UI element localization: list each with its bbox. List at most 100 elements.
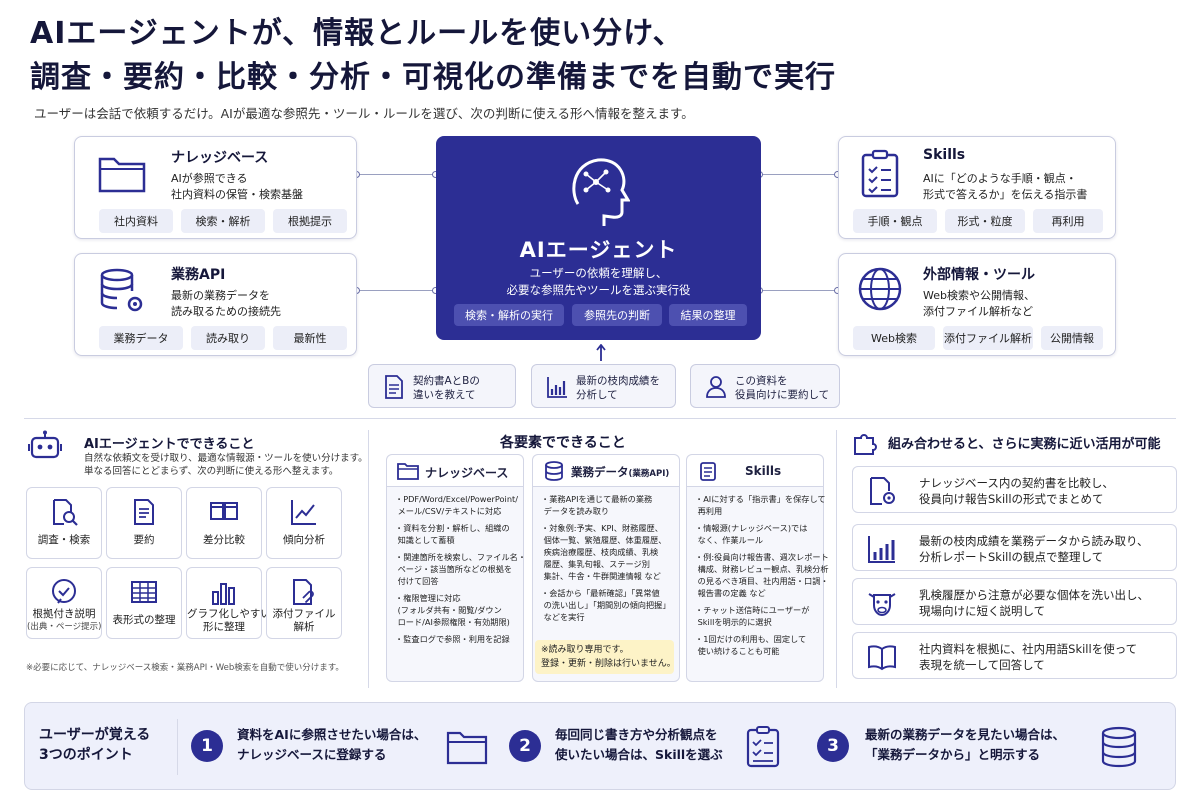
request-line: 役員向けに要約して [735, 389, 830, 401]
element-column-knowledge: ナレッジベース ・PDF/Word/Excel/PowerPoint/ メール/… [386, 454, 526, 682]
request-example: この資料を役員向けに要約して [690, 364, 840, 408]
chip: 形式・粒度 [945, 209, 1025, 233]
capability-label-sub: 形に整理 [203, 621, 245, 633]
divider [24, 418, 1176, 419]
trend-line-icon [290, 498, 318, 526]
capabilities-title: AIエージェントでできること [84, 437, 255, 452]
open-book-icon [867, 642, 897, 672]
database-icon [1097, 725, 1141, 769]
combination-text: 乳検履歴から注意が必要な個体を洗い出し、現場向けに短く説明して [919, 587, 1149, 619]
capabilities-note: ※必要に応じて、ナレッジベース検索・業務API・Web検索を自動で使い分けます。 [26, 663, 344, 673]
list-item: ・チャット送信時にユーザーが Skillを明示的に選択 [695, 605, 810, 627]
key-points-heading-line: 3つのポイント [39, 747, 133, 763]
chip: 公開情報 [1041, 326, 1103, 350]
connector [357, 174, 437, 175]
column-list: ・業務APIを通じて最新の業務 データを読み取り ・対象例:予実、KPI、財務履… [541, 493, 671, 628]
capability-label: 要約 [133, 534, 155, 546]
user-icon [705, 375, 727, 399]
chip: 手順・観点 [853, 209, 937, 233]
chip: 最新性 [273, 326, 347, 350]
combination-text: 最新の枝肉成績を業務データから読み取り、分析レポートSkillの観点で整理して [919, 533, 1149, 565]
card-desc: 社内資料の保管・検索基盤 [171, 188, 303, 201]
divider [368, 430, 369, 688]
knowledge-base-card: ナレッジベース AIが参照できる 社内資料の保管・検索基盤 社内資料 検索・解析… [74, 136, 357, 239]
point-line: 資料をAIに参照させたい場合は、 [237, 727, 427, 742]
capability-tile-attachment: 添付ファイル解析 [266, 567, 342, 639]
capabilities-desc: 自然な依頼文を受け取り、最適な情報源・ツールを使い分けます。 [84, 453, 368, 464]
capability-label: 差分比較 [203, 534, 245, 546]
combination-item: 最新の枝肉成績を業務データから読み取り、分析レポートSkillの観点で整理して [852, 524, 1177, 571]
connector [760, 290, 838, 291]
elements-title: 各要素でできること [500, 435, 626, 451]
key-points-heading: ユーザーが覚える 3つのポイント [39, 725, 150, 765]
key-points-bar: ユーザーが覚える 3つのポイント 1 資料をAIに参照させたい場合は、ナレッジベー… [24, 702, 1176, 790]
chip: 検索・解析 [181, 209, 265, 233]
card-title: Skills [923, 147, 966, 163]
clipboard-checklist-icon [859, 149, 901, 199]
combination-line: 分析レポートSkillの観点で整理して [919, 550, 1104, 564]
list-item: ・監査ログで参照・利用を記録 [395, 634, 510, 644]
card-desc: Web検索や公開情報、 [923, 289, 1035, 302]
combinations-title: 組み合わせると、さらに実務に近い活用が可能 [888, 437, 1161, 452]
page-title-line1: AIエージェントが、情報とルールを使い分け、 [30, 16, 684, 51]
request-example: 最新の枝肉成績を分析して [531, 364, 676, 408]
point-number: 1 [191, 730, 223, 762]
request-line: 違いを教えて [413, 389, 476, 401]
column-list: ・AIに対する「指示書」を保存して 再利用 ・情報源(ナレッジベース)では なく… [695, 493, 829, 662]
capabilities-desc: 単なる回答にとどまらず、次の判断に使える形へ整えます。 [84, 466, 339, 477]
column-title: 業務データ(業務API) [571, 464, 669, 480]
point-line: ナレッジベースに登録する [237, 747, 387, 762]
clipboard-checklist-icon [741, 725, 785, 769]
capability-tile-evidence: 根拠付き説明 (出典・ページ提示) [26, 567, 102, 639]
capability-label-sub: 解析 [293, 621, 315, 633]
chip: 根拠提示 [273, 209, 347, 233]
chip: 再利用 [1033, 209, 1103, 233]
table-icon [130, 578, 158, 606]
divider [836, 430, 837, 688]
capability-label-main: 根拠付き説明 [32, 608, 96, 620]
request-line: この資料を [735, 375, 788, 387]
folder-icon [97, 151, 147, 195]
clipboard-checklist-icon [697, 461, 719, 481]
list-item: ・業務APIを通じて最新の業務 データを読み取り [541, 494, 653, 516]
column-header: Skills [687, 455, 823, 487]
capability-tile-trend: 傾向分析 [266, 487, 342, 559]
point-number: 2 [509, 730, 541, 762]
request-text: 最新の枝肉成績を分析して [576, 374, 660, 402]
capability-label-main: グラフ化しやすい [187, 608, 271, 620]
capability-tile-search: 調査・検索 [26, 487, 102, 559]
request-line: 最新の枝肉成績を [576, 375, 660, 387]
list-item: ・AIに対する「指示書」を保存して 再利用 [695, 494, 826, 516]
business-api-card: 業務API 最新の業務データを 読み取るための接続先 業務データ 読み取り 最新… [74, 253, 357, 356]
column-list: ・PDF/Word/Excel/PowerPoint/ メール/CSV/テキスト… [395, 493, 526, 650]
chip: 読み取り [191, 326, 265, 350]
capability-label: 根拠付き説明 (出典・ページ提示) [27, 608, 101, 634]
connector [760, 174, 838, 175]
note-line: ※読み取り専用です。 [541, 645, 629, 655]
element-column-skills: Skills ・AIに対する「指示書」を保存して 再利用 ・情報源(ナレッジベー… [686, 454, 829, 682]
key-points-heading-line: ユーザーが覚える [39, 727, 151, 743]
list-item: ・例:役員向け報告書、週次レポート 構成、財務レビュー観点、乳検分析 の見るべき… [695, 552, 829, 598]
list-item: ・会話から「最新確認」「異常値 の洗い出し」「期間別の傾向把握」 などを実行 [541, 588, 671, 622]
combination-item: ナレッジベース内の契約書を比較し、役員向け報告Skillの形式でまとめて [852, 466, 1177, 513]
readonly-note: ※読み取り専用です。登録・更新・削除は行いません。 [535, 640, 676, 674]
arrow-up-icon [596, 343, 606, 362]
list-item: ・資料を分割・解析し、組織の 知識として蓄積 [395, 523, 510, 545]
page-title-line2: 調査・要約・比較・分析・可視化の準備までを自動で実行 [30, 60, 836, 95]
capability-tile-graph: グラフ化しやすい形に整理 [186, 567, 271, 639]
combination-line: 表現を統一して回答して [919, 658, 1045, 672]
document-gear-icon [867, 476, 897, 506]
puzzle-icon [852, 430, 880, 456]
request-text: 契約書AとBの違いを教えて [413, 374, 480, 402]
capability-label: 表形式の整理 [112, 614, 176, 626]
document-search-icon [50, 498, 78, 526]
card-desc: 形式で答えるか」を伝える指示書 [923, 188, 1088, 201]
capability-tile-diff: 差分比較 [186, 487, 262, 559]
request-text: この資料を役員向けに要約して [735, 374, 829, 402]
document-icon [383, 375, 405, 399]
chip: 業務データ [99, 326, 183, 350]
ai-brain-head-icon [568, 148, 631, 228]
point-text: 最新の業務データを見たい場合は、「業務データから」と明示する [865, 725, 1065, 765]
capability-label-sub: (出典・ページ提示) [27, 622, 102, 632]
center-title: AIエージェント [519, 238, 678, 262]
